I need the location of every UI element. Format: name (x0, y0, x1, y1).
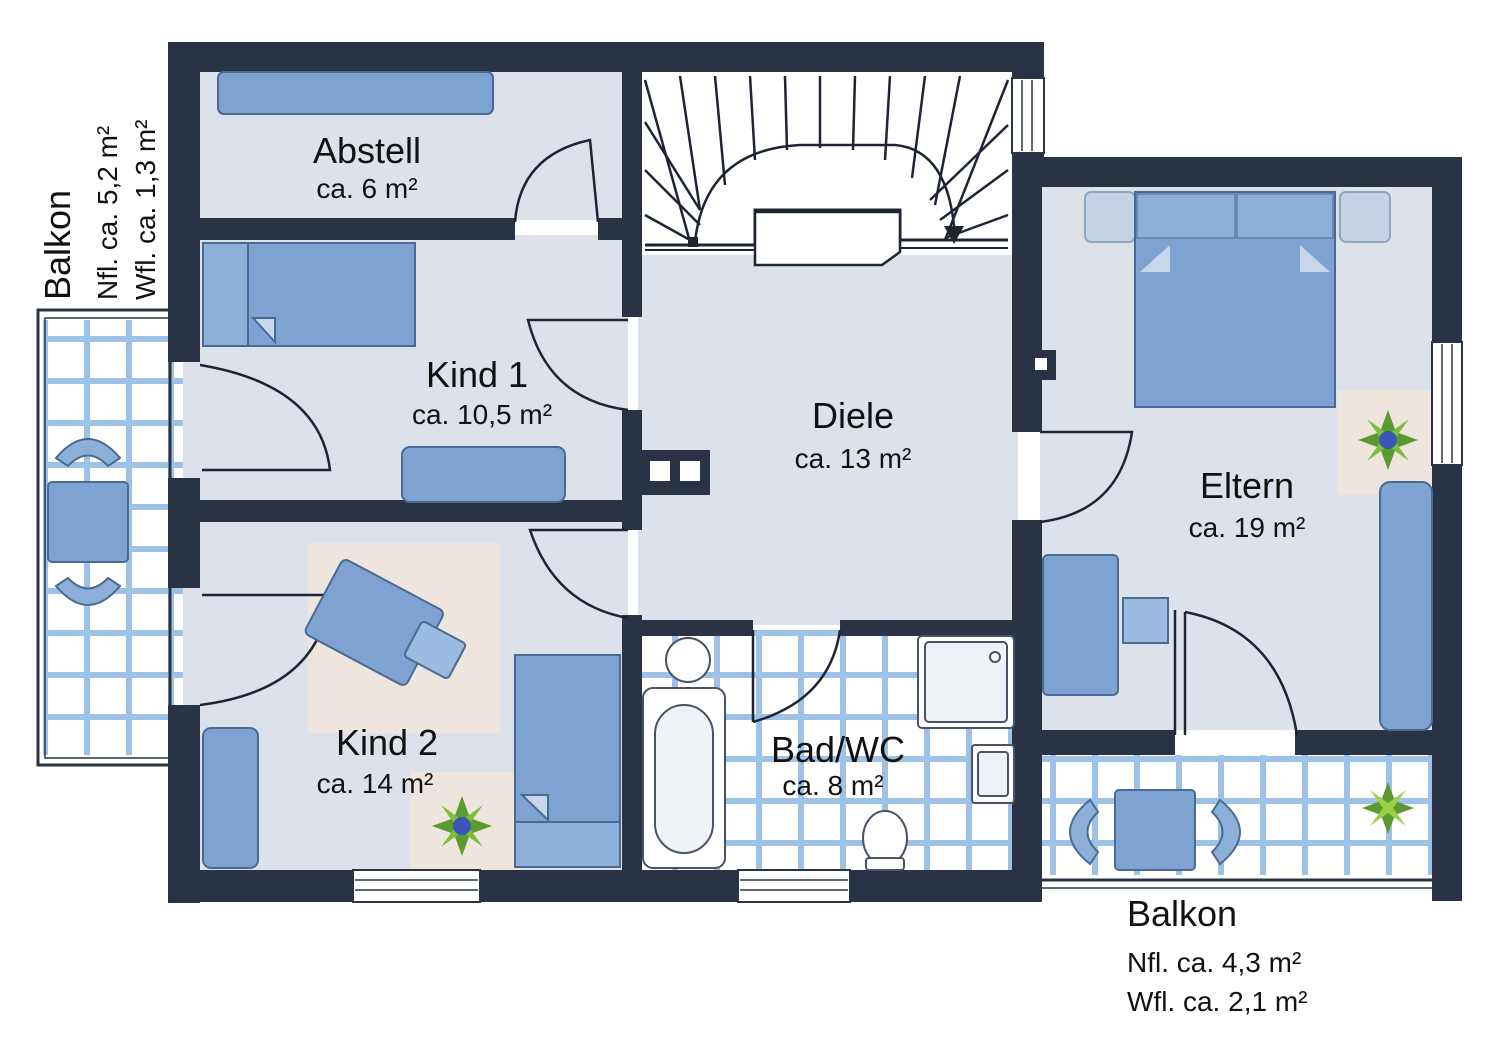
washbasin-round (665, 637, 711, 683)
kind1-area: ca. 10,5 m² (412, 399, 552, 430)
door-kind1-diele[interactable] (526, 318, 629, 412)
balcony-west-nfl: Nfl. ca. 5,2 m² (92, 126, 123, 300)
bad-area: ca. 8 m² (782, 770, 883, 801)
eltern-wardrobe (1379, 481, 1433, 731)
window-eltern (1431, 341, 1463, 466)
eltern-area: ca. 19 m² (1189, 512, 1306, 543)
kind2-name: Kind 2 (336, 722, 438, 763)
eltern-desk (1042, 554, 1119, 696)
window-kind2 (352, 869, 481, 903)
window-bad (737, 869, 851, 903)
plant-icon (432, 796, 492, 856)
diele-name: Diele (812, 395, 894, 436)
eltern-bed (1084, 191, 1391, 408)
toilet (862, 810, 908, 866)
door-kind1[interactable] (199, 363, 332, 472)
balcony-west-table (47, 481, 129, 563)
balcony-south-nfl: Nfl. ca. 4,3 m² (1127, 947, 1301, 978)
walls (168, 42, 1462, 903)
balcony-west-wfl: Wfl. ca. 1,3 m² (130, 120, 161, 300)
balcony-chairs (54, 438, 1241, 866)
windows (352, 77, 1463, 903)
balcony-south-floor (1040, 755, 1432, 875)
eltern-name: Eltern (1200, 465, 1294, 506)
stair-arrow-icon (944, 226, 964, 244)
staircase (643, 75, 1010, 267)
kind2-chair (403, 621, 467, 679)
window-stair (1011, 77, 1045, 154)
balcony-west-title: Balkon (37, 190, 78, 300)
balcony-south-title: Balkon (1127, 893, 1237, 934)
eltern-chair (1122, 597, 1169, 644)
door-balcony-south[interactable] (1173, 610, 1299, 736)
kind1-desk (401, 446, 566, 503)
bad-name: Bad/WC (771, 729, 905, 770)
plant-icon (1358, 410, 1418, 470)
balcony-south-wfl: Wfl. ca. 2,1 m² (1127, 986, 1307, 1017)
bath-fixtures (642, 635, 1015, 871)
furniture (47, 71, 1433, 871)
plant-icon (1362, 782, 1414, 834)
kind1-name: Kind 1 (426, 354, 528, 395)
abstell-area: ca. 6 m² (316, 173, 417, 204)
door-bad[interactable] (751, 629, 842, 724)
kind2-area: ca. 14 m² (317, 768, 434, 799)
door-eltern[interactable] (1039, 430, 1134, 524)
kind2-wardrobe (202, 727, 259, 869)
diele-area: ca. 13 m² (795, 443, 912, 474)
balcony-south-table (1114, 789, 1196, 871)
door-abstell[interactable] (513, 138, 600, 223)
door-kind2-diele[interactable] (528, 528, 629, 620)
diele-floor (638, 255, 1018, 625)
abstell-shelf (217, 71, 494, 115)
abstell-name: Abstell (313, 130, 421, 171)
